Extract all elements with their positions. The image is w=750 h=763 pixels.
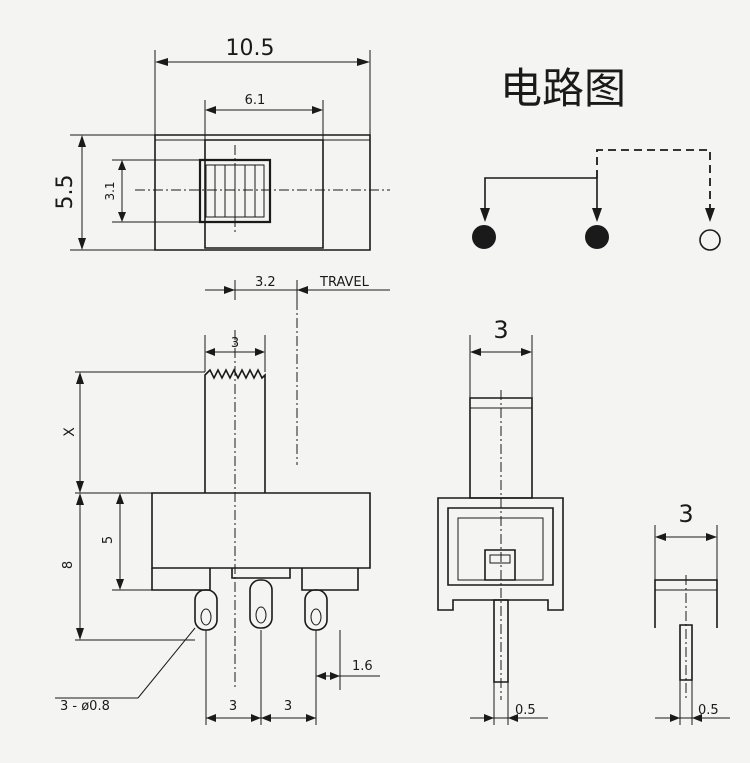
dim-pin-offset: 1.6 xyxy=(352,659,373,674)
circuit-diagram: 电路图 xyxy=(472,64,720,250)
dim-side-width: 3 xyxy=(493,316,508,344)
dim-terminal-pin: 0.5 xyxy=(698,703,719,718)
dim-pin-pitch-2: 3 xyxy=(284,699,292,714)
terminal-dot-2 xyxy=(585,225,609,249)
dim-body-height: 5 xyxy=(101,536,116,544)
terminal-dot-3 xyxy=(700,230,720,250)
dim-top-height: 5.5 xyxy=(53,175,78,210)
travel-label: TRAVEL xyxy=(319,275,370,290)
terminal-dot-1 xyxy=(472,225,496,249)
dim-terminal-width: 3 xyxy=(678,500,693,528)
dim-top-width: 10.5 xyxy=(226,36,275,61)
dim-actuator-height: X xyxy=(62,427,78,437)
side-view: 3 0.5 xyxy=(438,316,563,725)
dim-side-pin: 0.5 xyxy=(515,703,536,718)
dim-slot-width: 6.1 xyxy=(245,93,266,108)
circuit-title: 电路图 xyxy=(500,64,626,113)
dim-pin-pitch-1: 3 xyxy=(229,699,237,714)
dim-travel: 3.2 xyxy=(255,275,276,290)
top-view: 10.5 6.1 5.5 3.1 xyxy=(53,36,390,250)
front-view: 3.2 TRAVEL 3 X xyxy=(55,275,390,725)
hole-callout: 3 - ø0.8 xyxy=(60,699,110,714)
dim-total-height: 8 xyxy=(61,561,76,569)
dim-slot-height: 3.1 xyxy=(103,181,117,200)
terminal-detail: 3 0.5 xyxy=(655,500,730,725)
